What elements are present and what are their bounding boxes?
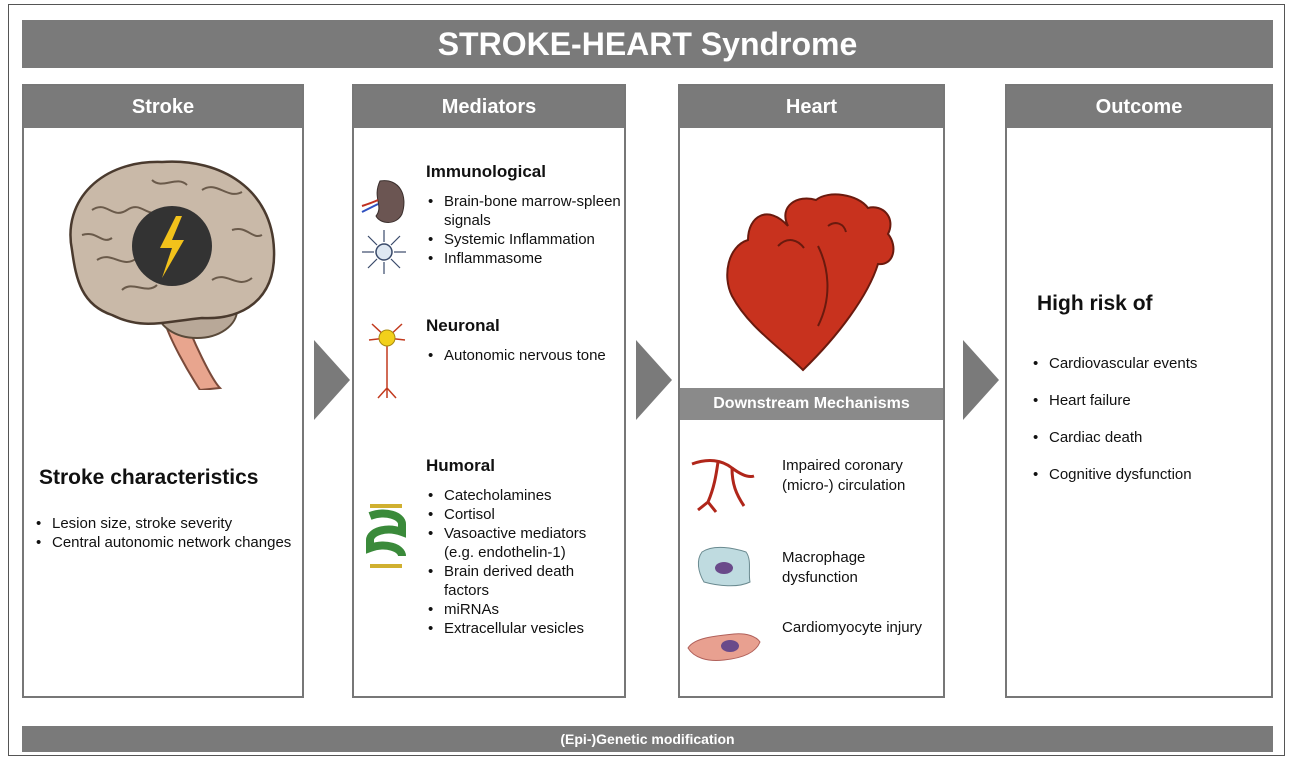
immunological-title: Immunological — [426, 162, 546, 181]
heart-column: Heart Downstream Mechanisms Impaired cor… — [678, 84, 945, 698]
outcome-lead: High risk of — [1037, 292, 1153, 315]
coronary-vessel-icon — [691, 459, 755, 513]
list-item: Autonomic nervous tone — [426, 346, 606, 365]
arrow-right-icon — [314, 340, 350, 420]
list-item: miRNAs — [426, 600, 616, 619]
outcome-column: Outcome High risk of Cardiovascular even… — [1005, 84, 1273, 698]
list-item: Cortisol — [426, 505, 616, 524]
receptor-icon — [366, 504, 406, 568]
arrow-right-icon — [963, 340, 999, 420]
immunological-list: Brain-bone marrow-spleen signals Systemi… — [426, 192, 626, 268]
list-item: Lesion size, stroke severity — [34, 514, 294, 533]
list-item: Brain derived death factors — [426, 562, 616, 600]
downstream-mechanisms-header: Downstream Mechanisms — [680, 388, 943, 420]
mediators-column: Mediators Immunological Brain-bone marro… — [352, 84, 626, 698]
spleen-icon — [361, 180, 405, 223]
stroke-characteristics-list: Lesion size, stroke severity Central aut… — [34, 514, 294, 552]
mediators-header: Mediators — [354, 86, 624, 128]
list-item: Extracellular vesicles — [426, 619, 616, 638]
heart-icon — [726, 193, 895, 372]
list-item: Brain-bone marrow-spleen signals — [426, 192, 626, 230]
humoral-list: Catecholamines Cortisol Vasoactive media… — [426, 486, 616, 638]
arrow-right-icon — [636, 340, 672, 420]
list-item: Heart failure — [1031, 391, 1271, 410]
outcome-list: Cardiovascular events Heart failure Card… — [1031, 354, 1271, 484]
figure-frame — [8, 4, 1285, 756]
stroke-column: Stroke Stroke characteristics Lesion siz… — [22, 84, 304, 698]
mechanism-macrophage: Macrophage dysfunction — [782, 549, 866, 586]
list-item: Inflammasome — [426, 249, 626, 268]
list-item: Systemic Inflammation — [426, 230, 626, 249]
stroke-header: Stroke — [24, 86, 302, 128]
immune-cell-icon — [362, 230, 406, 274]
list-item: Vasoactive mediators (e.g. endothelin-1) — [426, 524, 616, 562]
macrophage-icon — [697, 546, 751, 587]
cardiomyocyte-icon — [687, 633, 761, 661]
list-item: Central autonomic network changes — [34, 533, 294, 552]
neuron-icon — [368, 323, 406, 399]
neuronal-list: Autonomic nervous tone — [426, 346, 606, 365]
epigenetic-modification-bar: (Epi-)Genetic modification — [22, 726, 1273, 752]
stroke-characteristics-title: Stroke characteristics — [39, 466, 259, 489]
heart-header: Heart — [680, 86, 943, 128]
outcome-header: Outcome — [1007, 86, 1271, 128]
neuronal-title: Neuronal — [426, 316, 500, 335]
list-item: Cognitive dysfunction — [1031, 465, 1271, 484]
list-item: Cardiac death — [1031, 428, 1271, 447]
figure-title: STROKE-HEART Syndrome — [22, 20, 1273, 68]
mechanism-cardiomyocyte: Cardiomyocyte injury — [782, 619, 923, 636]
brain-icon — [69, 160, 276, 390]
humoral-title: Humoral — [426, 456, 495, 475]
mechanism-coronary: Impaired coronary (micro-) circulation — [782, 457, 906, 494]
list-item: Cardiovascular events — [1031, 354, 1271, 373]
list-item: Catecholamines — [426, 486, 616, 505]
